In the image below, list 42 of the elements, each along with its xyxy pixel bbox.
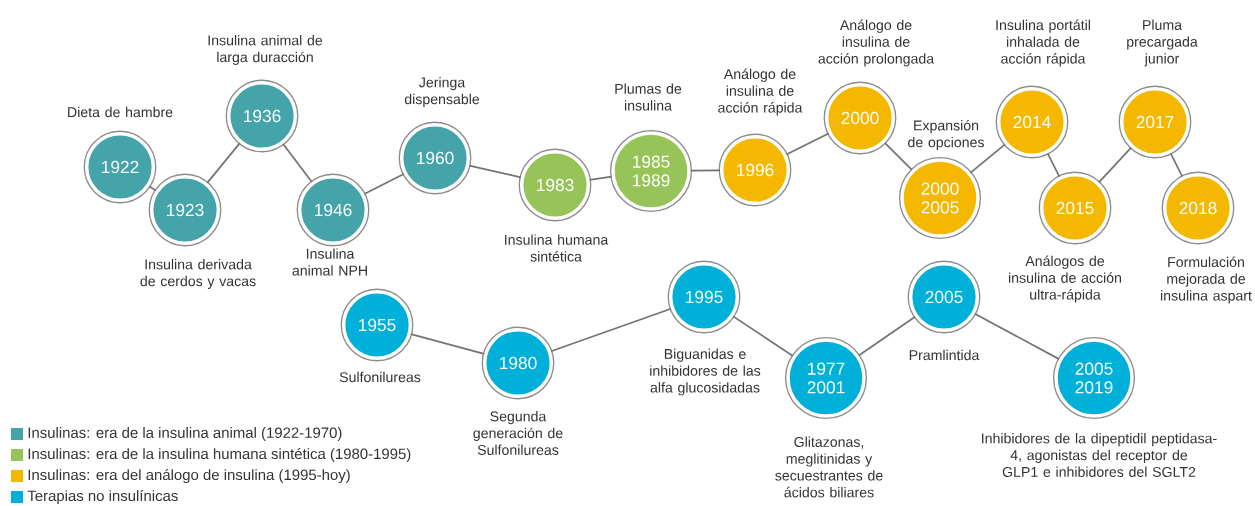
connector-line: [148, 185, 157, 192]
legend-label: Terapias no insulínicas: [27, 489, 178, 505]
milestone-label: Dieta de hambre: [68, 106, 173, 118]
connector-line: [588, 175, 613, 181]
connector-line: [468, 164, 522, 179]
connector-line: [883, 141, 913, 171]
connector-line: [282, 143, 313, 183]
milestone-label: Segunda generación de Sulfonilureas: [473, 411, 563, 455]
connector-line: [1098, 146, 1132, 184]
milestone-label: Insulina animal NPH: [292, 248, 367, 276]
milestone-label: Análogo de insulina de acción prolongada: [818, 19, 935, 67]
connector-line: [857, 315, 916, 357]
milestone-label: Análogo de insulina de acción rápida: [718, 68, 803, 116]
milestone-label: Insulina portátil inhalada de acción rápida: [996, 19, 1090, 67]
connector-line: [206, 142, 241, 184]
milestone-label: Glitazonas, meglitinidas y secuestrantes de ácidos biliares: [775, 436, 883, 498]
connector-line: [785, 132, 830, 156]
milestone-label: Sulfonilureas: [339, 371, 421, 383]
connector-line: [1169, 152, 1184, 178]
milestone-label: Expansión de opciones: [908, 119, 984, 151]
milestone-label: Plumas de insulina: [615, 83, 682, 111]
milestone-label: Pramlintida: [909, 349, 980, 361]
milestone-label: Inhibidores de la dipeptidil peptidasa-4, agonistas del receptor de GLP1 e inhibidores del SGLT2: [982, 433, 1217, 477]
connector-line: [550, 307, 672, 353]
milestone-label: Insulina derivada de cerdos y vacas: [140, 259, 256, 289]
connector-line: [1046, 152, 1061, 178]
connector-line: [689, 169, 721, 172]
connector-line: [410, 333, 485, 355]
legend-label: Insulinas: era de la insulina animal (1922-1970): [28, 427, 342, 441]
legend-label: Insulinas: era del análogo de insulina (1995-hoy): [28, 468, 350, 484]
connector-line: [974, 312, 1060, 360]
milestone-label: Jeringa dispensable: [404, 77, 480, 107]
milestone-label: Formulación mejorada de insulina aspart: [1161, 256, 1252, 304]
connector-line: [732, 315, 794, 357]
milestone-label: Biguanidas e inhibidores de las alfa glucosidadas: [650, 348, 761, 396]
milestone-label: Análogos de insulina de acción ultra-rápida: [1009, 255, 1121, 303]
connector-line: [363, 173, 405, 195]
legend-label: Insulinas: era de la insulina humana sintética (1980-1995): [28, 447, 411, 463]
milestone-label: Insulina humana sintética: [505, 234, 609, 262]
connector-line: [969, 143, 1006, 174]
milestone-label: Insulina animal de larga duracción: [208, 35, 323, 65]
milestone-label: Pluma precargada junior: [1127, 19, 1198, 67]
